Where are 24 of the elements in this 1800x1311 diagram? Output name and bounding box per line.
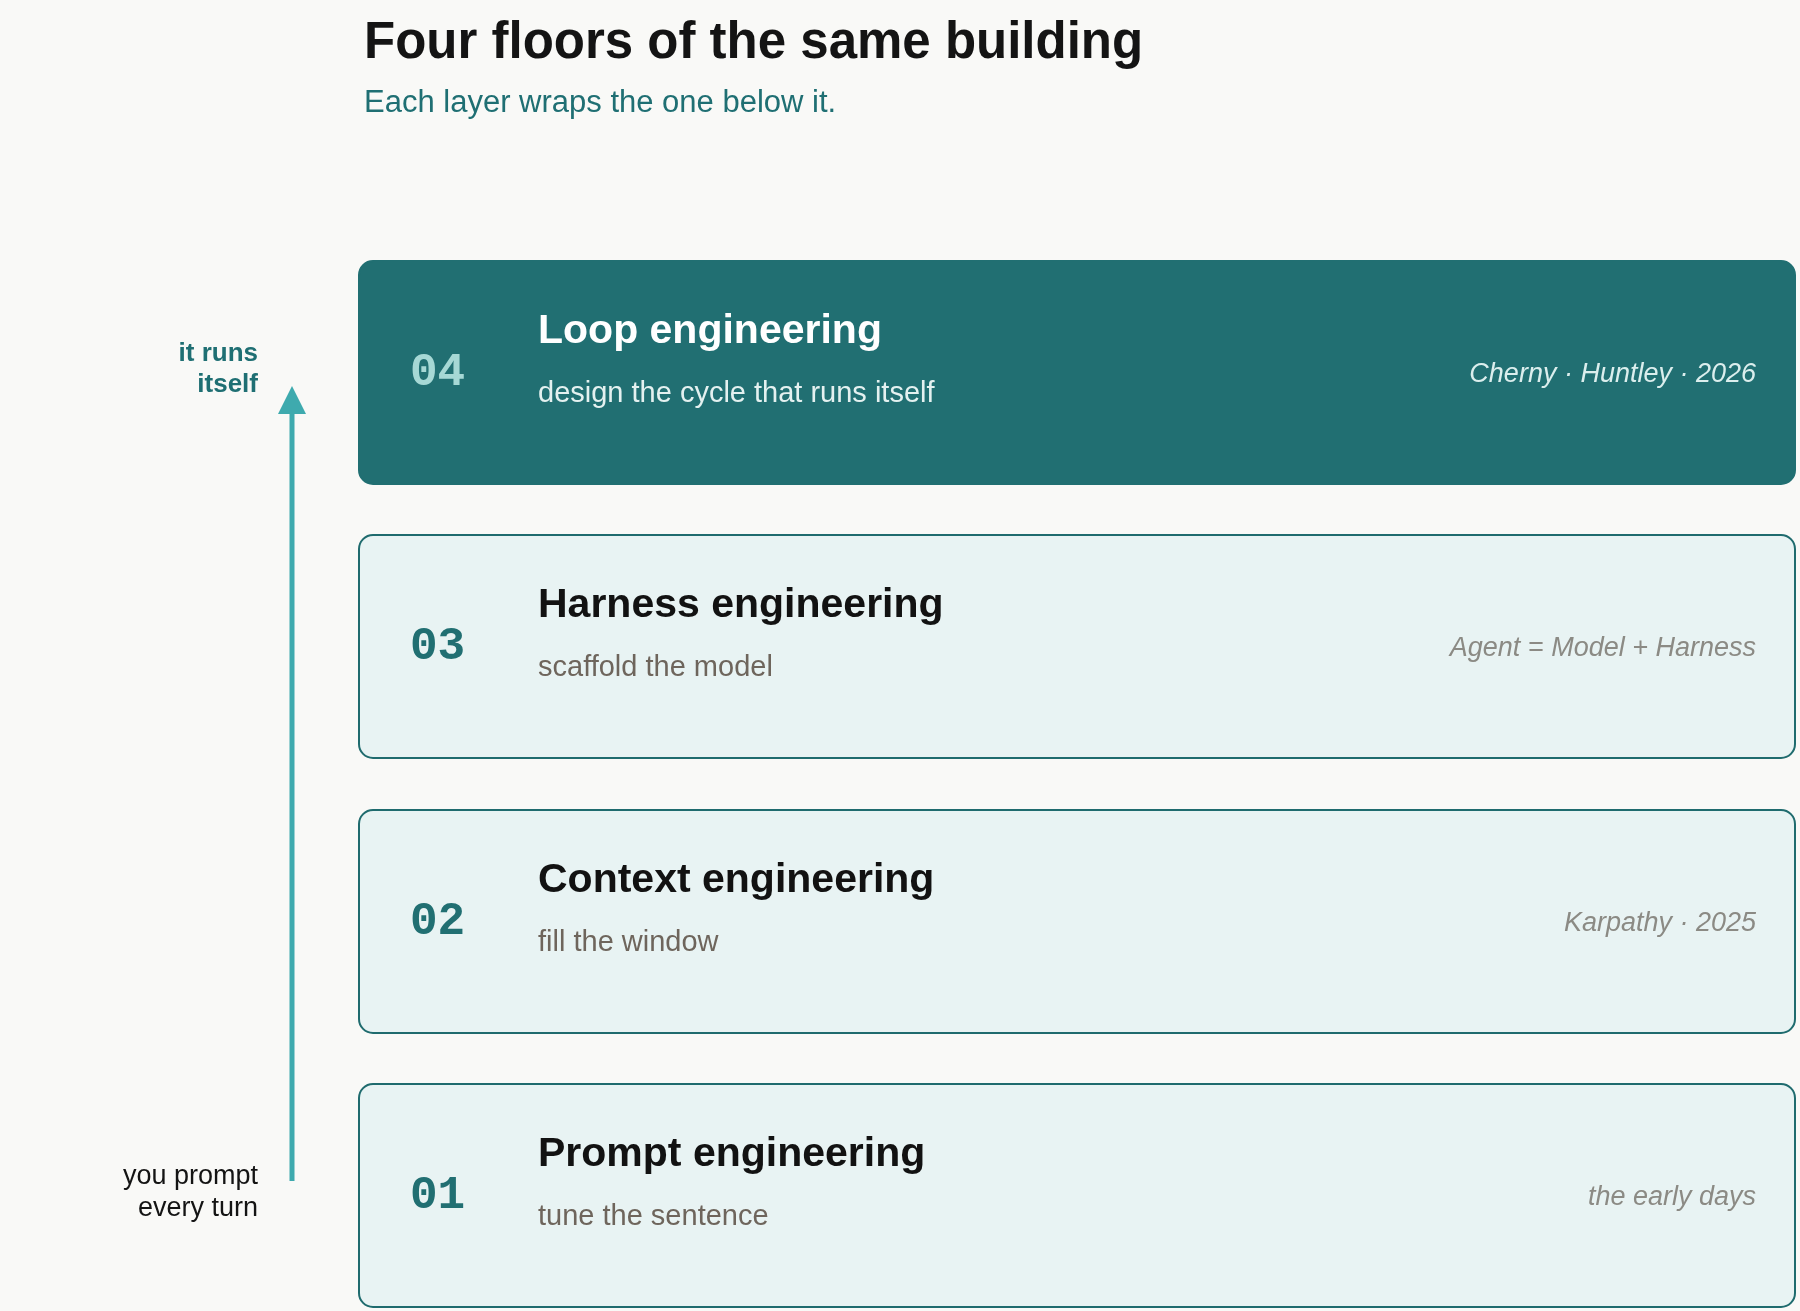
layer-title: Prompt engineering [538,1128,926,1177]
layer-number: 02 [410,898,466,945]
layer-number: 03 [410,623,466,670]
layer-card [358,534,1796,759]
layer-note: Cherny · Huntley · 2026 [1469,356,1756,389]
layer-note: Karpathy · 2025 [1563,905,1756,938]
layer-description: design the cycle that runs itself [538,375,935,410]
layer-title: Loop engineering [538,305,882,354]
end-label: you prompt every turn [121,1160,258,1223]
layer-card [358,809,1796,1034]
layer-note: the early days [1587,1179,1756,1212]
layer-card [358,260,1796,485]
layer-number: 04 [410,349,466,396]
layer-description: tune the sentence [538,1198,769,1233]
layer-note: Agent = Model + Harness [1449,630,1756,663]
diagram-title: Four floors of the same building [364,11,1144,71]
layer-title: Harness engineering [538,579,944,628]
layer-description: fill the window [538,924,719,959]
end-label: it runs itself [177,337,258,400]
subtitle: Each layer wraps the one below it. [364,83,837,121]
layer-description: scaffold the model [538,649,773,684]
layer-number: 01 [410,1172,466,1219]
layer-card [358,1083,1796,1308]
layer-title: Context engineering [538,854,935,903]
